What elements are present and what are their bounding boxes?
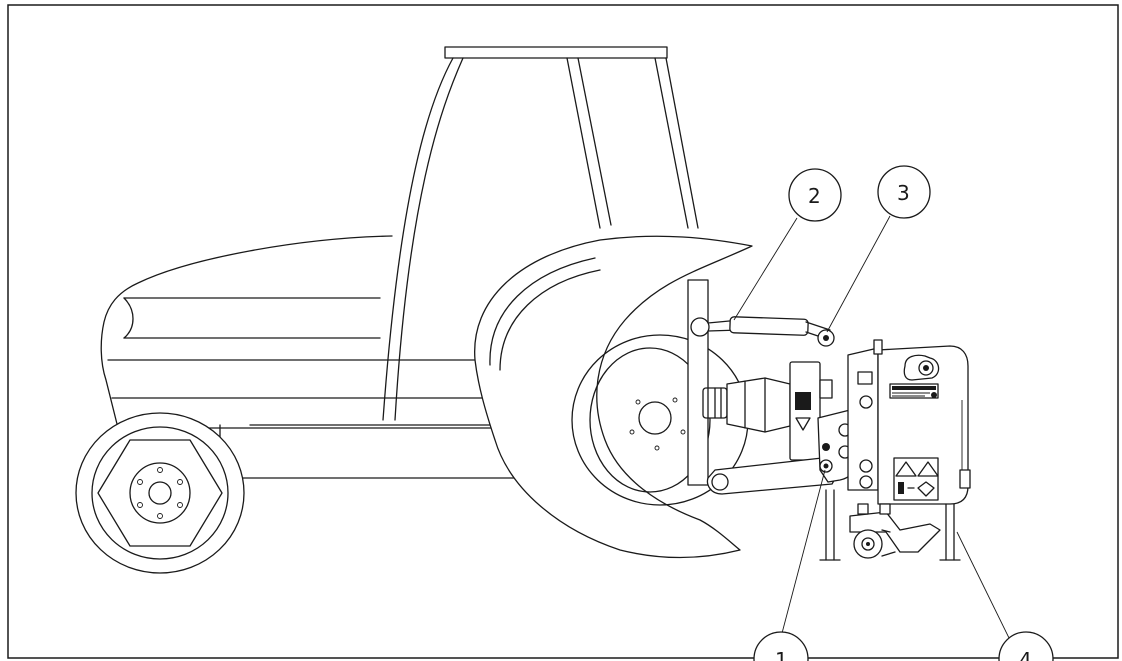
callout-1-label: 1 xyxy=(775,648,788,661)
hood-outline xyxy=(100,235,501,429)
callouts: 1 2 3 4 xyxy=(733,165,1054,661)
callout-4: 4 xyxy=(956,531,1054,661)
rear-wheel-disc xyxy=(589,347,711,493)
cab-roof xyxy=(444,46,668,59)
front-wheel xyxy=(75,412,245,574)
cab-mid-pillar-inner xyxy=(577,57,612,226)
callout-4-label: 4 xyxy=(1019,648,1032,661)
callout-3-label: 3 xyxy=(897,181,910,205)
cab-mid-pillar xyxy=(566,57,601,229)
callout-2-label: 2 xyxy=(808,184,821,208)
warning-decals xyxy=(893,457,939,501)
rear-hub xyxy=(638,401,672,435)
pto-shaft-guard xyxy=(726,377,791,433)
tractor-icon xyxy=(75,46,753,574)
support-leg-rear xyxy=(945,503,955,561)
fender-inner-2 xyxy=(499,269,601,371)
callout-3: 3 xyxy=(826,165,931,333)
cab-rear-pillar xyxy=(654,57,689,229)
top-link-cylinder xyxy=(729,316,809,336)
axle-housing xyxy=(687,279,709,486)
drawing-border xyxy=(7,4,1119,659)
cab-rear-pillar-inner xyxy=(665,57,699,229)
cab-front-pillar xyxy=(382,57,454,421)
callout-2: 2 xyxy=(733,168,842,321)
rear-fender xyxy=(474,235,753,559)
hood-side-line-3 xyxy=(123,297,134,339)
fender-inner xyxy=(489,257,596,366)
pto-gearbox xyxy=(789,361,821,461)
callout-1: 1 xyxy=(753,469,826,661)
implement-icon xyxy=(690,316,971,561)
cab-front-pillar-inner xyxy=(394,57,464,421)
support-leg-front xyxy=(825,489,835,561)
